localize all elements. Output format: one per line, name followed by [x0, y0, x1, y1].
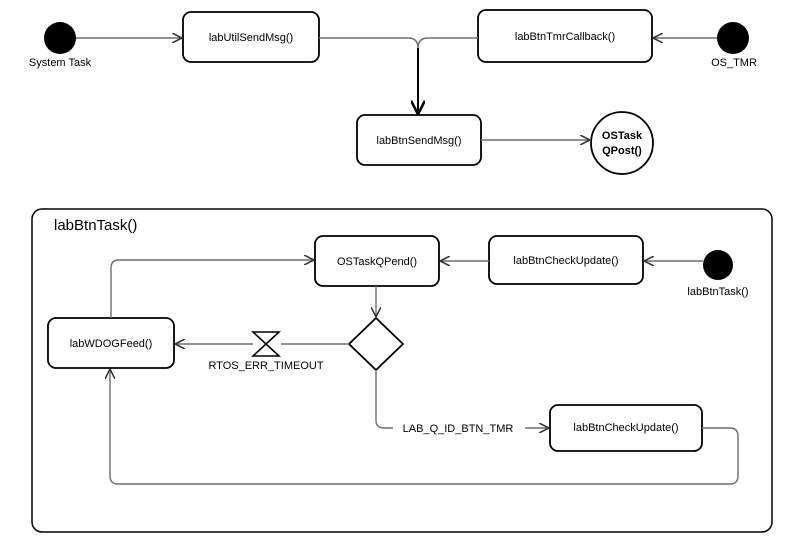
- btn-tmr-callback-label: labBtnTmrCallback(): [515, 31, 615, 43]
- edge-wdog-to-qpend: [110, 260, 313, 318]
- check-update-bottom-label: labBtnCheckUpdate(): [573, 422, 678, 434]
- edge-util-to-merge: [319, 37, 419, 49]
- os-tmr-label: OS_TMR: [711, 57, 757, 69]
- check-update-top-node[interactable]: [488, 235, 644, 285]
- system-task-start-node: [44, 22, 76, 54]
- btn-tmr-callback-node[interactable]: [477, 9, 653, 63]
- btn-send-msg-label: labBtnSendMsg(): [377, 135, 462, 147]
- util-send-msg-label: labUtilSendMsg(): [209, 32, 293, 44]
- qpend-node[interactable]: [314, 235, 440, 287]
- timeout-label: RTOS_ERR_TIMEOUT: [208, 360, 323, 372]
- system-task-label: System Task: [29, 57, 92, 69]
- decision-node[interactable]: [347, 316, 405, 372]
- edge-callback-to-merge: [417, 37, 478, 49]
- util-send-msg-node[interactable]: [182, 11, 320, 63]
- wdog-feed-label: labWDOGFeed(): [70, 338, 153, 350]
- timeout-hourglass-icon: [250, 331, 282, 357]
- btn-tmr-label: LAB_Q_ID_BTN_TMR: [403, 423, 514, 435]
- os-task-qpost-line2: QPost(): [602, 145, 642, 157]
- btn-tmr-label-bg: [393, 420, 525, 436]
- lab-btn-task-title: labBtnTask(): [54, 217, 137, 234]
- edge-decision-to-btn-tmr: [375, 370, 393, 429]
- qpend-label: OSTaskQPend(): [337, 256, 417, 268]
- os-task-qpost-node[interactable]: [590, 111, 654, 175]
- os-tmr-start-node: [717, 22, 749, 54]
- edge-check-update-loop-to-wdog: [110, 370, 739, 485]
- lab-btn-task-frame: [31, 208, 773, 533]
- task-start-label: labBtnTask(): [687, 286, 748, 298]
- task-start-node: [703, 250, 733, 280]
- check-update-top-label: labBtnCheckUpdate(): [513, 255, 618, 267]
- os-task-qpost-line1: OSTask: [602, 130, 643, 142]
